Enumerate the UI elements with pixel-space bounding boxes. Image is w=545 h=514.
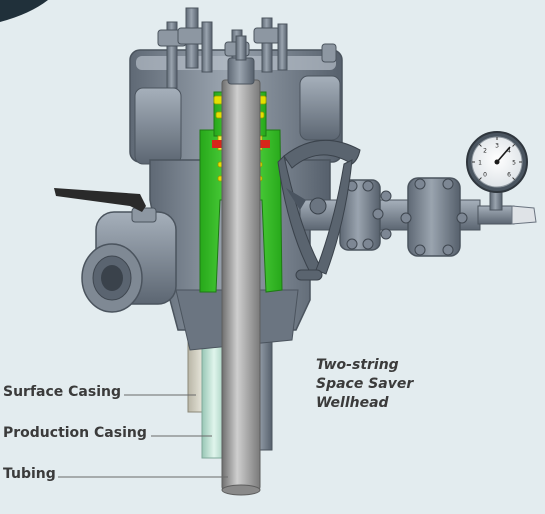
corner-badge	[0, 0, 48, 22]
label-tubing: Tubing	[3, 466, 56, 482]
gauge-tick-label: 2	[483, 147, 487, 154]
gauge-tick-label: 6	[507, 172, 511, 179]
gauge-tick-label: 3	[495, 143, 499, 150]
gauge-tick-label: 1	[478, 160, 482, 167]
caption-line-3: Wellhead	[316, 395, 389, 411]
left-valve-handle	[54, 188, 146, 212]
caption-line-2: Space Saver	[316, 376, 414, 392]
gauge-tick-mark	[478, 143, 482, 147]
tubing-bottom	[221, 484, 261, 496]
label-surface-casing: Surface Casing	[3, 384, 122, 400]
flange-bolts	[346, 178, 468, 256]
gauge-tick-mark	[512, 143, 516, 147]
tubing	[221, 79, 261, 491]
needle-valve-handle	[511, 205, 537, 225]
tubing-hanger-seal	[199, 129, 283, 293]
handwheel	[277, 139, 361, 281]
bolt-cap-left	[134, 87, 182, 165]
tubing-top-stem	[235, 35, 247, 61]
tubing-top-cap	[227, 57, 255, 85]
gauge-tick-label: 0	[483, 172, 487, 179]
gauge-tick-label: 5	[512, 160, 516, 167]
gauge-ticks: 012 3 456	[472, 137, 522, 181]
left-outlet-valve	[81, 207, 177, 313]
gauge-tick-mark	[478, 177, 482, 181]
pressure-gauge: 012 3 456	[466, 131, 528, 193]
gauge-needle	[496, 146, 511, 163]
caption-line-1: Two-string	[316, 357, 399, 373]
bolt-cap-right	[299, 75, 341, 141]
right-flange-2	[407, 177, 461, 257]
diagram-caption: Two-string Space Saver Wellhead	[316, 356, 413, 413]
gauge-tick-mark	[512, 177, 516, 181]
gauge-tick-label: 4	[507, 147, 511, 154]
label-production-casing: Production Casing	[3, 425, 147, 441]
